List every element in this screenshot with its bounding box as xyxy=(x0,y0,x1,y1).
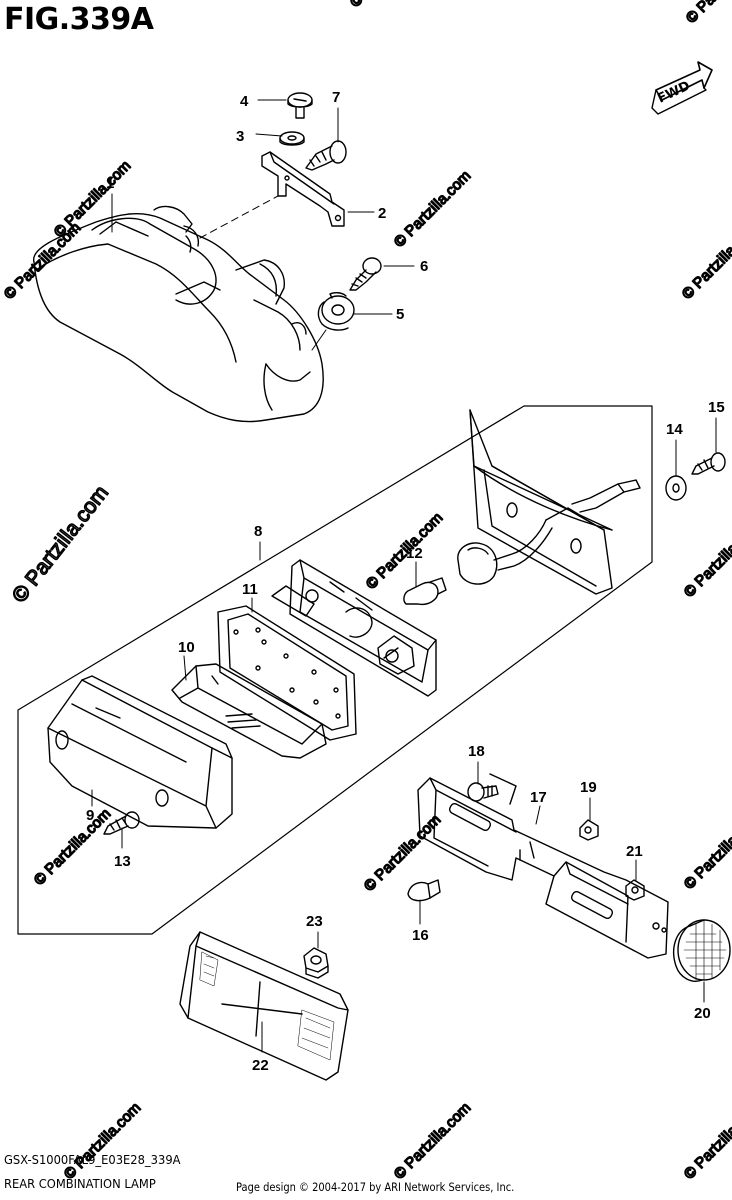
callout-9: 9 xyxy=(86,807,94,824)
callout-14: 14 xyxy=(666,421,683,438)
screw xyxy=(467,773,517,805)
license-bracket xyxy=(417,777,669,959)
watermark: © Partzilla.com xyxy=(679,219,732,302)
tapping-screw xyxy=(349,257,382,291)
lamp-lens xyxy=(47,675,233,829)
bulb xyxy=(403,577,447,606)
reflector-insert xyxy=(171,663,327,759)
callout-15: 15 xyxy=(708,399,725,416)
callout-8: 8 xyxy=(254,523,262,540)
forward-arrow-icon: FWD xyxy=(651,61,713,115)
watermark: © Partzilla.com xyxy=(681,809,732,892)
round-reflector xyxy=(672,919,731,982)
screw xyxy=(287,92,313,119)
callout-23: 23 xyxy=(306,913,323,930)
assembly-outline xyxy=(17,405,653,935)
nut xyxy=(579,819,599,841)
callout-20: 20 xyxy=(694,1005,711,1022)
callout-17: 17 xyxy=(530,789,547,806)
gasket xyxy=(217,605,357,741)
watermark: © Partzilla.com xyxy=(61,1099,144,1182)
watermark-large: © Partzilla.com xyxy=(8,481,113,607)
callout-19: 19 xyxy=(580,779,597,796)
watermark: © Partzilla.com xyxy=(347,0,430,11)
watermark: © Partzilla.com xyxy=(683,0,732,27)
figure-name: REAR COMBINATION LAMP xyxy=(4,1176,156,1191)
figure-title: FIG.339A xyxy=(4,2,154,37)
callout-3: 3 xyxy=(236,128,244,145)
callout-13: 13 xyxy=(114,853,131,870)
callout-10: 10 xyxy=(178,639,195,656)
callout-21: 21 xyxy=(626,843,643,860)
callout-16: 16 xyxy=(412,927,429,944)
tail-lamp-assembly xyxy=(33,205,324,423)
callout-22: 22 xyxy=(252,1057,269,1074)
tapping-screw xyxy=(305,140,347,171)
figure-code: GSX-S1000FAL9_E03E28_339A xyxy=(4,1152,181,1167)
watermark: © Partzilla.com xyxy=(31,805,114,888)
callout-1: 1 xyxy=(106,175,114,192)
grommet xyxy=(317,291,355,331)
watermark: © Partzilla.com xyxy=(681,1099,732,1182)
callout-7: 7 xyxy=(332,89,340,106)
tapping-screw xyxy=(691,452,726,475)
bulb-socket-harness xyxy=(457,409,641,595)
rectangular-reflector xyxy=(179,931,349,1081)
watermark: © Partzilla.com xyxy=(391,167,474,250)
callout-2: 2 xyxy=(378,205,386,222)
cushion xyxy=(407,879,441,902)
watermark: © Partzilla.com xyxy=(681,517,732,600)
callout-11: 11 xyxy=(242,581,258,598)
callout-4: 4 xyxy=(240,93,249,110)
callout-6: 6 xyxy=(420,258,428,275)
screw xyxy=(103,811,140,835)
callout-5: 5 xyxy=(396,306,404,323)
callout-12: 12 xyxy=(406,545,423,562)
callout-18: 18 xyxy=(468,743,485,760)
watermark: © Partzilla.com xyxy=(391,1099,474,1182)
lamp-bracket xyxy=(261,151,345,227)
nut xyxy=(303,947,329,979)
leader-lines xyxy=(91,99,717,1053)
lamp-base-unit xyxy=(271,559,437,697)
washer xyxy=(665,475,687,501)
page-credit: Page design © 2004-2017 by ARI Network S… xyxy=(236,1180,515,1194)
nut xyxy=(625,879,645,901)
washer xyxy=(279,131,305,146)
